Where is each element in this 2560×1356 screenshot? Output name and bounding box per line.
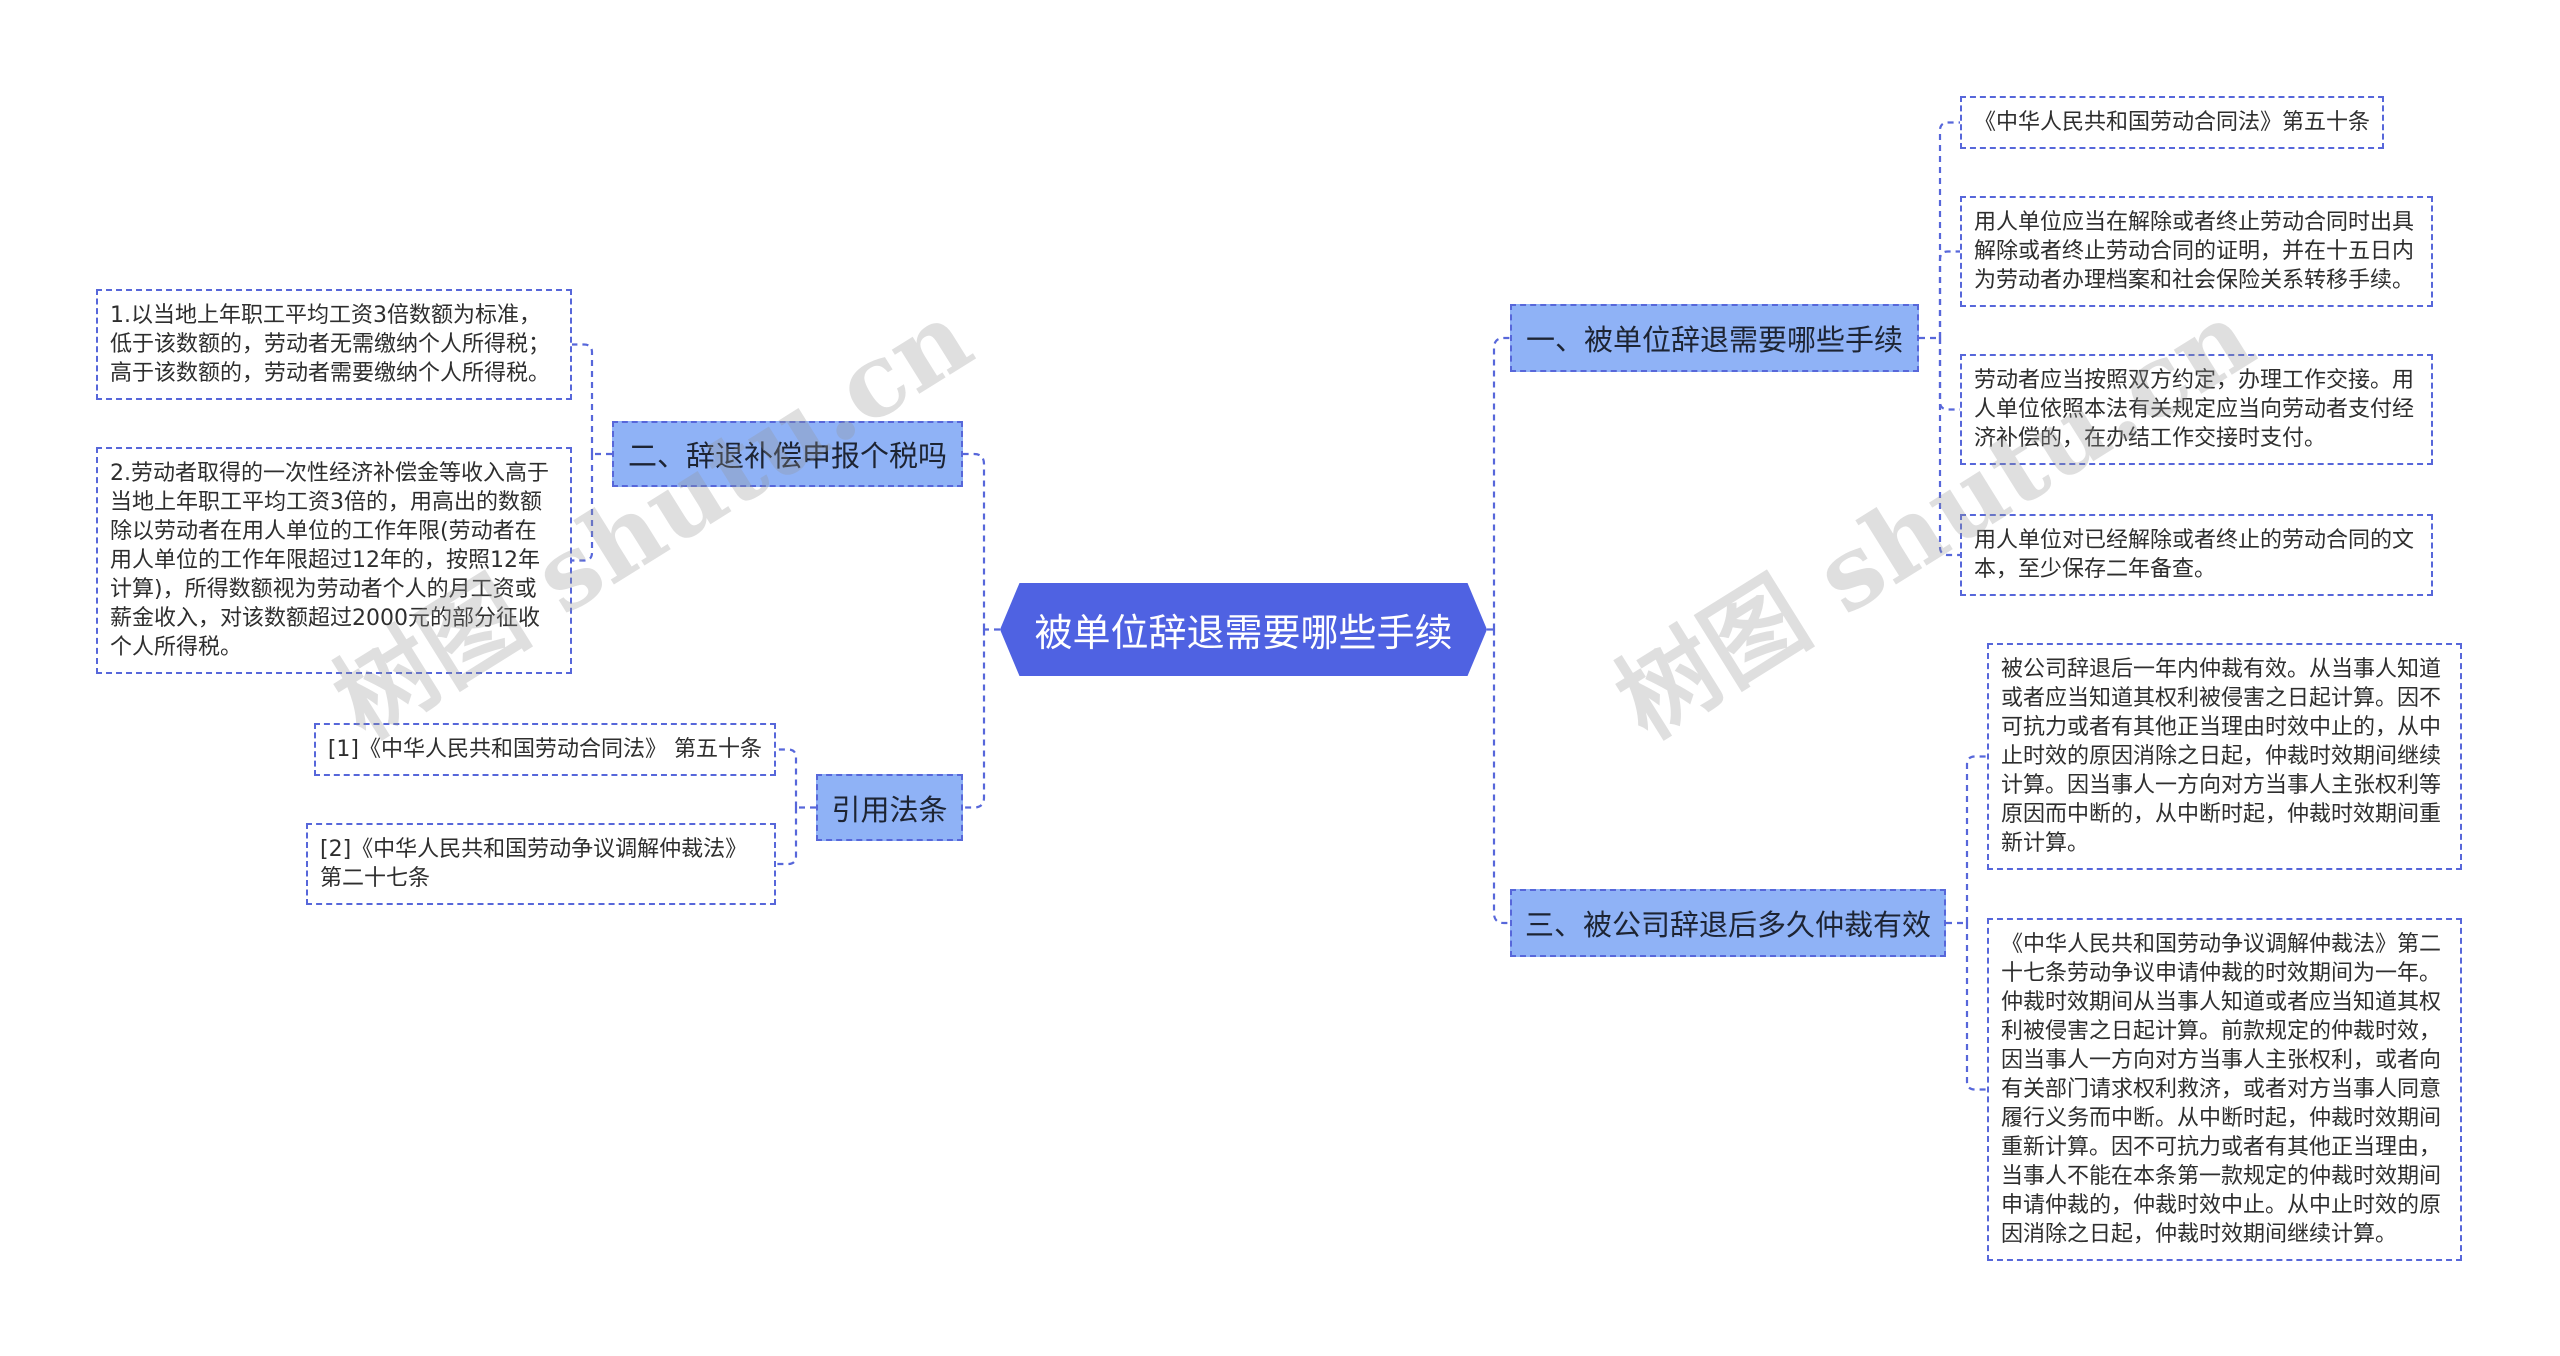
leaf-node-tax-1: 1.以当地上年职工平均工资3倍数额为标准，低于该数额的，劳动者无需缴纳个人所得税… (96, 289, 572, 400)
connector-branch-3-leaf-2 (1965, 923, 1987, 1091)
connector-root-to-branch-1 (1492, 336, 1510, 630)
leaf-node-procedures-3: 劳动者应当按照双方约定，办理工作交接。用人单位依照本法有关规定应当向劳动者支付经… (1960, 354, 2433, 465)
leaf-node-procedures-2: 用人单位应当在解除或者终止劳动合同时出具解除或者终止劳动合同的证明，并在十五日内… (1960, 196, 2433, 307)
branch-node-arbitration-period: 三、被公司辞退后多久仲裁有效 (1510, 889, 1946, 957)
leaf-node-procedures-1: 《中华人民共和国劳动合同法》第五十条 (1960, 96, 2385, 149)
leaf-node-arbitration-2: 《中华人民共和国劳动争议调解仲裁法》第二十七条劳动争议申请仲裁的时效期间为一年。… (1987, 918, 2462, 1261)
connector-references-leaf-2 (776, 807, 798, 866)
connector-branch-2-leaf-1 (572, 343, 594, 454)
connector-branch-2-leaf-2 (572, 454, 594, 562)
connector-branch-3-leaf-1 (1965, 755, 1987, 923)
connector-root-to-branch-references (963, 629, 986, 809)
branch-node-references: 引用法条 (816, 774, 963, 841)
connector-root-to-branch-3 (1492, 629, 1510, 925)
connector-branch-1-leaf-1 (1938, 121, 1960, 338)
root-node: 被单位辞退需要哪些手续 (1000, 583, 1487, 676)
leaf-node-tax-2: 2.劳动者取得的一次性经济补偿金等收入高于当地上年职工平均工资3倍的，用高出的数… (96, 447, 572, 674)
leaf-node-reference-1: [1]《中华人民共和国劳动合同法》 第五十条 (313, 723, 776, 776)
connector-references-leaf-1 (776, 748, 798, 808)
leaf-node-arbitration-1: 被公司辞退后一年内仲裁有效。从当事人知道或者应当知道其权利被侵害之日起计算。因不… (1987, 643, 2462, 870)
leaf-node-reference-2: [2]《中华人民共和国劳动争议调解仲裁法》第二十七条 (306, 823, 776, 905)
connector-branch-1-leaf-2 (1938, 250, 1960, 338)
branch-node-procedures: 一、被单位辞退需要哪些手续 (1510, 304, 1919, 372)
connector-branch-1-leaf-4 (1938, 338, 1960, 557)
connector-root-to-branch-2 (963, 452, 986, 630)
leaf-node-procedures-4: 用人单位对已经解除或者终止的劳动合同的文本，至少保存二年备查。 (1960, 514, 2433, 596)
branch-node-tax-declaration: 二、辞退补偿申报个税吗 (612, 421, 963, 487)
connector-branch-1-leaf-3 (1938, 338, 1960, 411)
